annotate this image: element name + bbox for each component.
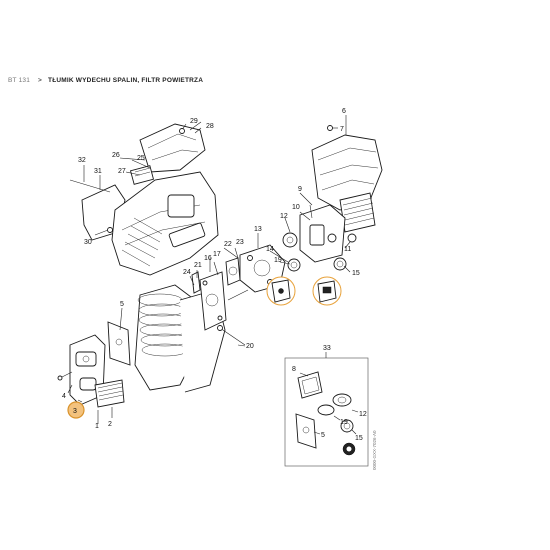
- muffler-plate-5[interactable]: [107, 321, 131, 366]
- diagram-code: 0000-GXX-7026-A0: [372, 430, 377, 470]
- callout-23[interactable]: 23: [236, 239, 244, 246]
- callout-10[interactable]: 10: [292, 204, 300, 211]
- callout-28[interactable]: 28: [206, 123, 214, 130]
- callout-15[interactable]: 15: [352, 270, 360, 277]
- filter-base[interactable]: [299, 204, 346, 263]
- breadcrumb-separator: >: [38, 77, 43, 84]
- filter-pleats: [342, 197, 375, 226]
- cooling-fins: [121, 217, 163, 267]
- screw-29[interactable]: [179, 123, 187, 134]
- inset-ring[interactable]: [317, 404, 335, 416]
- callout-21[interactable]: 21: [194, 262, 202, 269]
- screw-10[interactable]: [309, 204, 313, 219]
- leader-lines: [67, 115, 351, 424]
- callout-24[interactable]: 24: [183, 269, 191, 276]
- inset-gasket-8[interactable]: [297, 371, 323, 399]
- breadcrumb-title: TŁUMIK WYDECHU SPALIN, FILTR POWIETRZA: [48, 77, 204, 84]
- air-filter-element[interactable]: [339, 192, 376, 233]
- callout-2[interactable]: 2: [108, 421, 112, 428]
- spark-screen-2[interactable]: [94, 379, 125, 408]
- bolt-20[interactable]: [217, 325, 246, 346]
- inset-callout-12[interactable]: 12: [359, 411, 367, 418]
- callout-4[interactable]: 4: [62, 393, 66, 400]
- breadcrumb: BT 131 > TŁUMIK WYDECHU SPALIN, FILTR POWI…: [8, 77, 203, 84]
- callouts: 29 28 26 25 27 32 31 30 13 17 22 23 16 2…: [62, 108, 360, 430]
- detail-circle-15[interactable]: [312, 276, 342, 306]
- inset-callout-19[interactable]: 19: [340, 419, 348, 426]
- inset-callout-15[interactable]: 15: [355, 435, 363, 442]
- callout-33[interactable]: 33: [323, 345, 331, 352]
- callout-19[interactable]: 19: [274, 257, 282, 264]
- callout-9[interactable]: 9: [298, 186, 302, 193]
- callout-20[interactable]: 20: [246, 343, 254, 350]
- callout-22[interactable]: 22: [224, 241, 232, 248]
- callout-32[interactable]: 32: [78, 157, 86, 164]
- callout-13[interactable]: 13: [254, 226, 262, 233]
- callout-5[interactable]: 5: [120, 301, 124, 308]
- callout-11[interactable]: 11: [344, 246, 351, 253]
- callout-12[interactable]: 12: [280, 213, 288, 220]
- callout-1[interactable]: 1: [95, 423, 99, 430]
- gasket-12[interactable]: [282, 232, 298, 248]
- callout-31[interactable]: 31: [94, 168, 102, 175]
- inset-seal-15[interactable]: [340, 419, 356, 456]
- callout-26[interactable]: 26: [112, 152, 120, 159]
- bolt-4[interactable]: [57, 371, 73, 381]
- callout-29[interactable]: 29: [190, 118, 198, 125]
- gasket-24[interactable]: [191, 271, 201, 294]
- air-filter-cover[interactable]: [311, 134, 383, 211]
- inset-kit-33: 8 12 19 5 15: [284, 352, 369, 467]
- gasket-14[interactable]: [287, 258, 301, 272]
- callout-14[interactable]: 14: [266, 246, 274, 253]
- filter-panel-27[interactable]: [129, 165, 155, 185]
- callout-7[interactable]: 7: [340, 126, 344, 133]
- top-cover[interactable]: [139, 123, 206, 173]
- callout-6[interactable]: 6: [342, 108, 346, 115]
- callout-16[interactable]: 16: [204, 255, 212, 262]
- callout-3-highlight[interactable]: 3: [67, 401, 85, 419]
- inset-gasket-12[interactable]: [332, 393, 352, 407]
- grommet-11[interactable]: [347, 233, 357, 243]
- callout-3[interactable]: 3: [73, 408, 77, 415]
- breadcrumb-model[interactable]: BT 131: [8, 77, 31, 84]
- seal-ring-15[interactable]: [333, 257, 347, 271]
- callout-17[interactable]: 17: [213, 251, 221, 258]
- inset-callout-5[interactable]: 5: [321, 432, 325, 439]
- callout-30[interactable]: 30: [84, 239, 92, 246]
- callout-27[interactable]: 27: [118, 168, 126, 175]
- inset-callout-8[interactable]: 8: [292, 366, 296, 373]
- tube-8[interactable]: [227, 289, 249, 301]
- intake-flange-21[interactable]: [199, 271, 227, 331]
- engine-shroud[interactable]: [111, 171, 219, 276]
- screw-7[interactable]: [327, 125, 333, 131]
- spacer-23[interactable]: [225, 257, 241, 286]
- inset-plate-5[interactable]: [295, 413, 317, 449]
- detail-circle-19[interactable]: [266, 276, 296, 306]
- callout-25[interactable]: 25: [137, 155, 145, 162]
